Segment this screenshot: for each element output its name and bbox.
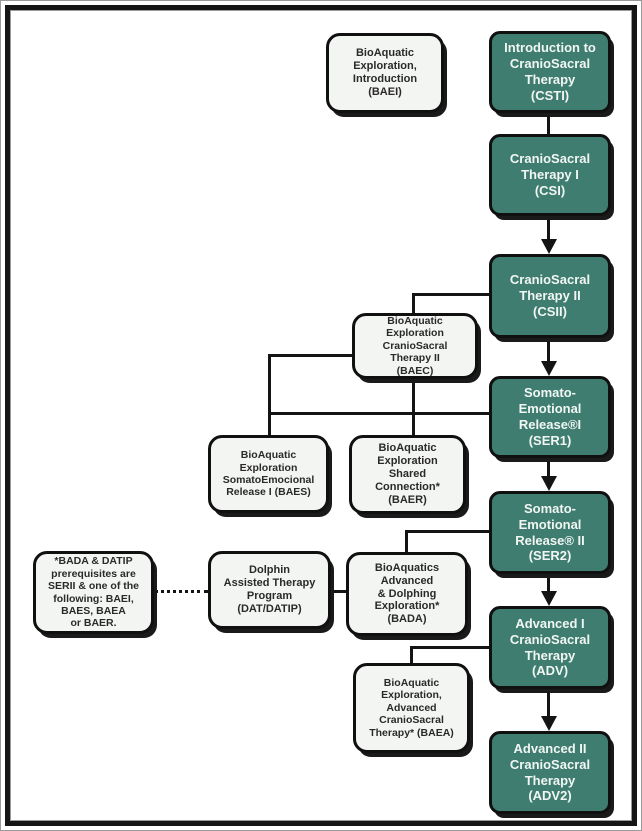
arrowhead-ser1-ser2 <box>541 476 557 491</box>
node-csi: CranioSacral Therapy I (CSI) <box>489 134 611 216</box>
node-prerequisite-note: *BADA & DATIP prerequisites are SERII & … <box>33 551 154 634</box>
node-bada: BioAquatics Advanced & Dolphing Explorat… <box>346 552 468 636</box>
node-baei-label: BioAquatic Exploration, Introduction (BA… <box>352 47 418 98</box>
connector-baea-adv-vertical <box>410 646 413 663</box>
node-adv: Advanced I CranioSacral Therapy (ADV) <box>489 606 611 689</box>
node-ser2-label: Somato- Emotional Release® II (SER2) <box>515 500 585 564</box>
node-adv-label: Advanced I CranioSacral Therapy (ADV) <box>509 615 591 679</box>
connector-baec-csii-horizontal <box>412 293 489 296</box>
node-csti-label: Introduction to CranioSacral Therapy (CS… <box>504 40 596 103</box>
node-baes: BioAquatic Exploration SomatoEmocional R… <box>208 435 329 513</box>
arrowhead-adv-adv2 <box>541 716 557 731</box>
connector-adv-adv2 <box>547 689 550 717</box>
node-dat-datip-label: Dolphin Assisted Therapy Program (DAT/DA… <box>223 564 316 615</box>
node-baes-label: BioAquatic Exploration SomatoEmocional R… <box>222 449 315 499</box>
node-baea-label: BioAquatic Exploration, Advanced CranioS… <box>369 677 454 739</box>
node-ser2: Somato- Emotional Release® II (SER2) <box>489 491 611 574</box>
node-csii: CranioSacral Therapy II (CSII) <box>489 254 611 338</box>
connector-ser1-ser2 <box>547 458 550 477</box>
connector-dat-bada <box>331 590 346 593</box>
connector-baec-baes-horizontal <box>268 354 352 357</box>
node-adv2-label: Advanced II CranioSacral Therapy (ADV2) <box>509 740 591 804</box>
node-adv2: Advanced II CranioSacral Therapy (ADV2) <box>489 731 611 814</box>
node-baec: BioAquatic Exploration CranioSacral Ther… <box>352 313 478 379</box>
node-baec-label: BioAquatic Exploration CranioSacral Ther… <box>382 315 448 377</box>
connector-ser2-adv <box>547 574 550 592</box>
connector-baea-adv-horizontal <box>410 646 489 649</box>
arrowhead-csii-ser1 <box>541 361 557 376</box>
node-bada-label: BioAquatics Advanced & Dolphing Explorat… <box>374 561 440 626</box>
connector-baec-csii-vertical <box>412 293 415 313</box>
node-csii-label: CranioSacral Therapy II (CSII) <box>509 272 591 319</box>
node-csi-label: CranioSacral Therapy I (CSI) <box>509 151 591 198</box>
arrowhead-csi-csii <box>541 239 557 254</box>
connector-csti-csi <box>547 113 550 134</box>
node-baer: BioAquatic Exploration Shared Connection… <box>349 435 466 514</box>
connector-csi-csii <box>547 216 550 244</box>
node-prerequisite-note-label: *BADA & DATIP prerequisites are SERII & … <box>47 555 139 630</box>
connector-csii-ser1 <box>547 338 550 362</box>
node-ser1-label: Somato- Emotional Release®I (SER1) <box>518 385 582 448</box>
node-csti: Introduction to CranioSacral Therapy (CS… <box>489 31 611 113</box>
node-baea: BioAquatic Exploration, Advanced CranioS… <box>353 663 470 753</box>
connector-bada-ser2-horizontal <box>405 530 489 533</box>
connector-baec-baer-vertical <box>412 378 415 435</box>
node-baer-label: BioAquatic Exploration Shared Connection… <box>375 442 440 506</box>
arrowhead-ser2-adv <box>541 591 557 606</box>
node-dat-datip: Dolphin Assisted Therapy Program (DAT/DA… <box>208 551 331 629</box>
node-ser1: Somato- Emotional Release®I (SER1) <box>489 376 611 458</box>
connector-bada-ser2-vertical <box>405 530 408 552</box>
connector-ser1-left-horizontal <box>268 412 489 415</box>
connector-baes-vertical <box>268 354 271 435</box>
node-baei: BioAquatic Exploration, Introduction (BA… <box>326 33 444 113</box>
connector-note-dat-dotted <box>154 590 208 593</box>
